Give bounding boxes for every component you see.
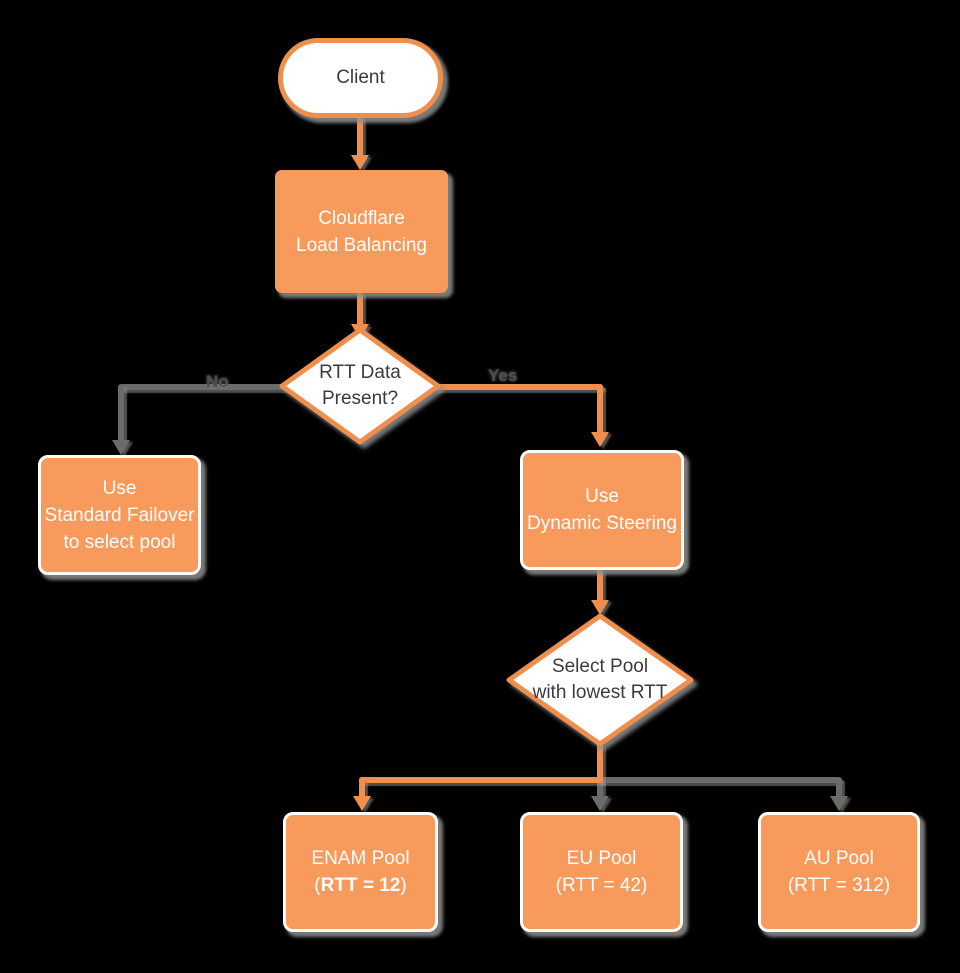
au-pool-line1: AU Pool [804,848,874,869]
eu-pool-line2: (RTT = 42) [555,875,648,896]
edge-yes-vertical [597,384,603,434]
arrowhead-client-to-lb-icon [351,155,369,170]
arrowhead-yes-icon [591,432,609,447]
arrowhead-eu-icon [591,796,609,811]
cloudflare-load-balancing-node: Cloudflare Load Balancing [275,170,448,293]
cloudflare-node-line2: Load Balancing [296,234,427,256]
edge-eu-branch-vertical [597,780,603,798]
eu-pool-node: EU Pool (RTT = 42) [520,812,683,932]
dynamic-steering-line2: Dynamic Steering [527,513,677,534]
edge-select-pool-out-vertical [597,744,603,783]
edge-enam-branch-horizontal [359,777,603,783]
enam-rtt-open-paren: ( [314,875,321,896]
edge-au-branch-horizontal [600,777,840,783]
dynamic-steering-node: Use Dynamic Steering [520,450,684,570]
standard-failover-line2: Standard Failover [44,504,195,526]
cloudflare-node-line1: Cloudflare [318,207,405,229]
enam-pool-line2: (RTT = 12) [314,872,406,899]
standard-failover-line3: to select pool [63,531,176,553]
edge-no-horizontal [120,384,292,390]
edge-lb-to-rtt-decision [357,292,363,328]
enam-pool-node: ENAM Pool (RTT = 12) [283,812,438,932]
standard-failover-node: Use Standard Failover to select pool [38,455,201,575]
enam-rtt-value: RTT = 12 [320,875,401,896]
client-node-label: Client [336,67,385,88]
edge-label-yes: Yes [488,366,518,385]
select-pool-line1: Select Pool [551,656,649,677]
arrowhead-steering-to-select-icon [591,600,609,615]
eu-pool-line1: EU Pool [566,848,637,869]
rtt-decision-line1: RTT Data [319,362,401,383]
dynamic-steering-line1: Use [585,486,619,507]
edge-no-vertical [118,384,124,442]
edge-label-no: No [206,372,229,391]
edge-steering-to-select-pool [597,570,603,602]
arrowhead-enam-icon [353,796,371,811]
select-pool-decision: Select Pool with lowest RTT [505,612,695,748]
edge-client-to-lb [357,116,363,158]
au-pool-line2: (RTT = 312) [787,875,891,896]
enam-rtt-close-paren: ) [400,875,407,896]
arrowhead-au-icon [830,796,848,811]
edge-au-branch-vertical [836,777,842,799]
arrowhead-no-icon [112,440,130,455]
rtt-decision-diamond-shape [279,327,441,445]
enam-pool-line1: ENAM Pool [311,848,410,869]
select-pool-diamond-shape [506,613,694,747]
select-pool-line2: with lowest RTT [532,682,668,703]
edge-enam-branch-vertical [359,777,365,799]
au-pool-node: AU Pool (RTT = 312) [758,812,920,932]
client-node: Client [278,38,443,118]
rtt-decision-line2: Present? [321,388,399,409]
edge-yes-horizontal [432,384,603,390]
rtt-data-present-decision: RTT Data Present? [278,326,442,446]
standard-failover-line1: Use [102,477,137,499]
